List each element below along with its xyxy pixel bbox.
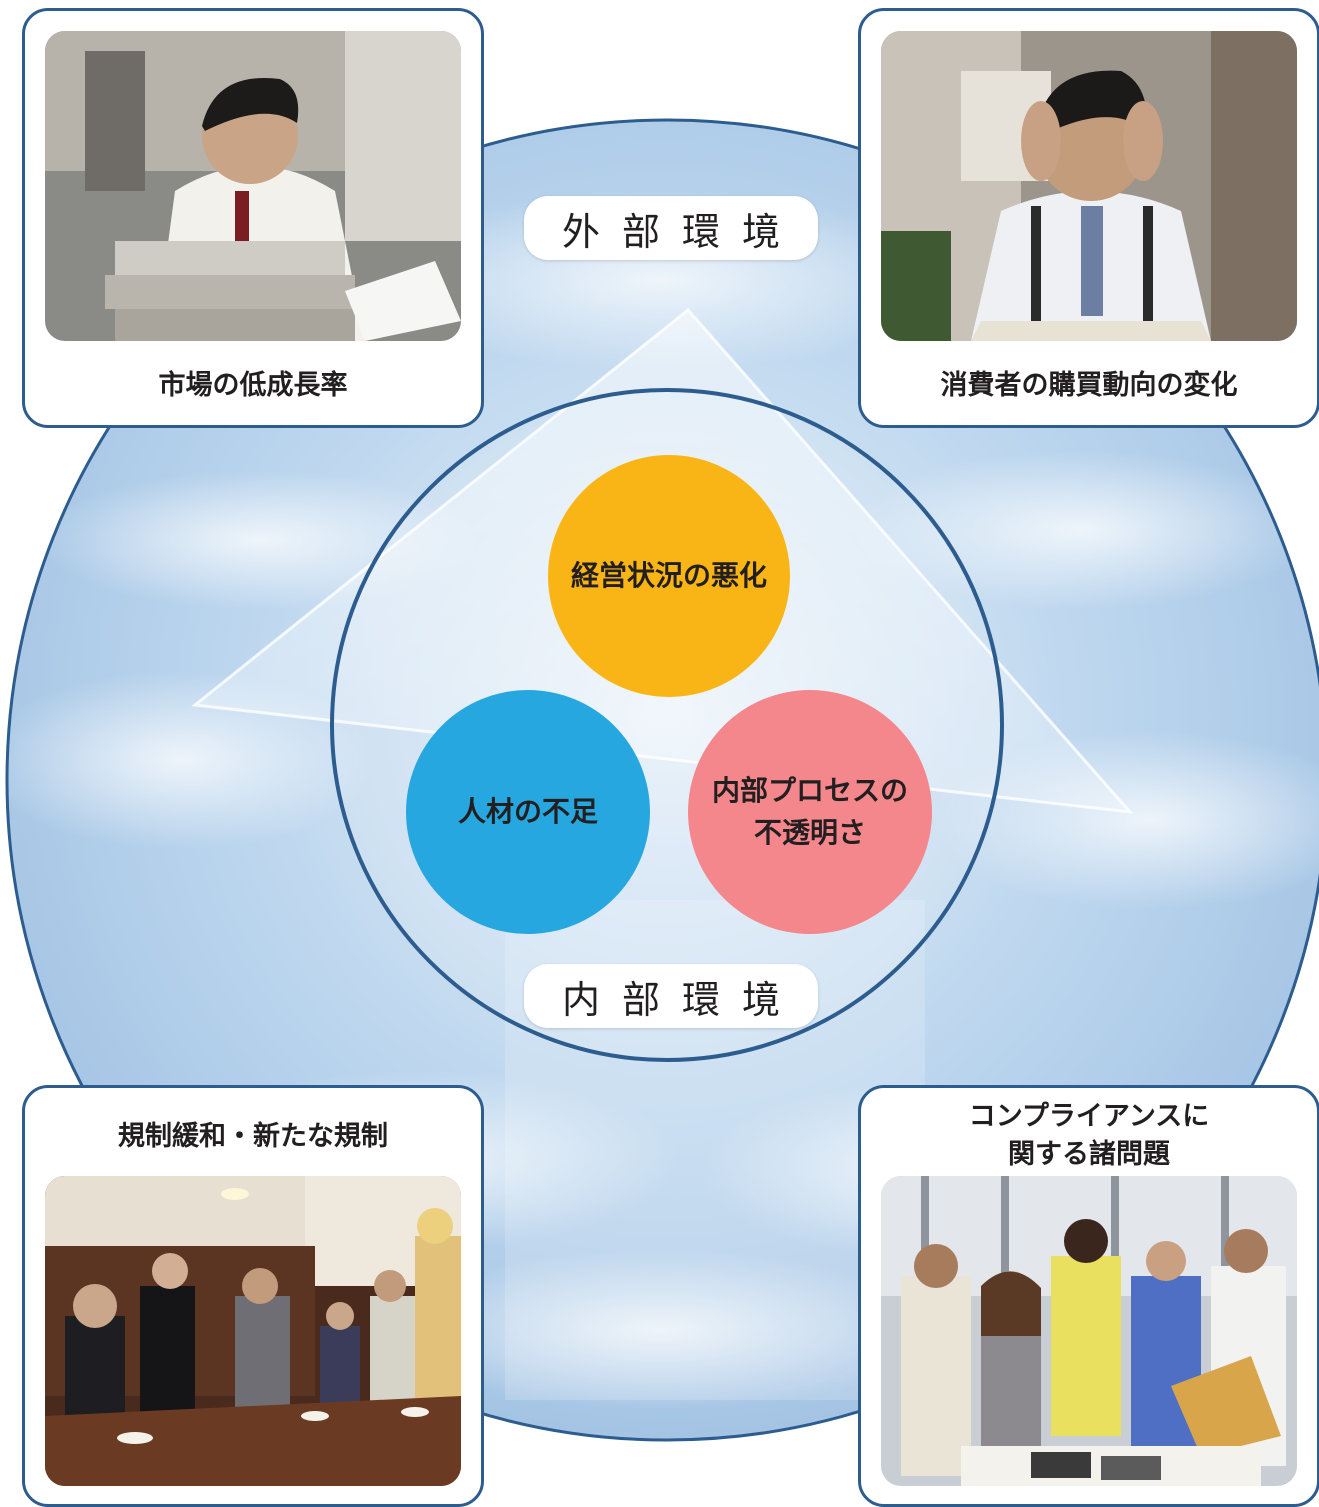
card-consumer-trend-change-caption: 消費者の購買動向の変化 <box>940 370 1238 401</box>
stressed-man-photo <box>881 31 1297 341</box>
card-compliance-issues: コンプライアンスに 関する諸問題 <box>858 1085 1319 1507</box>
card-compliance-caption-line1: コンプライアンスに <box>968 1101 1210 1132</box>
card-consumer-trend-change: 消費者の購買動向の変化 <box>858 8 1319 428</box>
factor-talent-label: 人材の不足 <box>457 795 598 828</box>
card-market-low-growth: 市場の低成長率 <box>22 8 484 428</box>
factor-talent-shortage: 人材の不足 <box>406 690 650 934</box>
card-compliance-caption-line2: 関する諸問題 <box>1008 1139 1170 1170</box>
card-deregulation-caption: 規制緩和・新たな規制 <box>118 1121 388 1152</box>
card-deregulation-new-regulation: 規制緩和・新たな規制 <box>22 1085 484 1507</box>
card-market-low-growth-caption: 市場の低成長率 <box>158 370 348 401</box>
factor-process-label-line1: 内部プロセスの <box>711 774 908 807</box>
factor-process-opacity: 内部プロセスの 不透明さ <box>688 690 932 934</box>
man-with-books-photo <box>45 31 461 341</box>
meeting-room-photo <box>45 1176 461 1486</box>
factor-management-deterioration: 経営状況の悪化 <box>548 455 790 697</box>
internal-environment-label: 内部環境 <box>524 964 818 1028</box>
card-compliance-caption: コンプライアンスに 関する諸問題 <box>861 1098 1317 1174</box>
external-environment-text: 外部環境 <box>561 209 802 254</box>
factor-management-label: 経営状況の悪化 <box>570 559 767 592</box>
external-environment-label: 外部環境 <box>524 196 818 260</box>
factor-process-label-line2: 不透明さ <box>753 816 866 849</box>
team-discussion-photo <box>881 1176 1297 1486</box>
internal-environment-text: 内部環境 <box>561 977 802 1022</box>
